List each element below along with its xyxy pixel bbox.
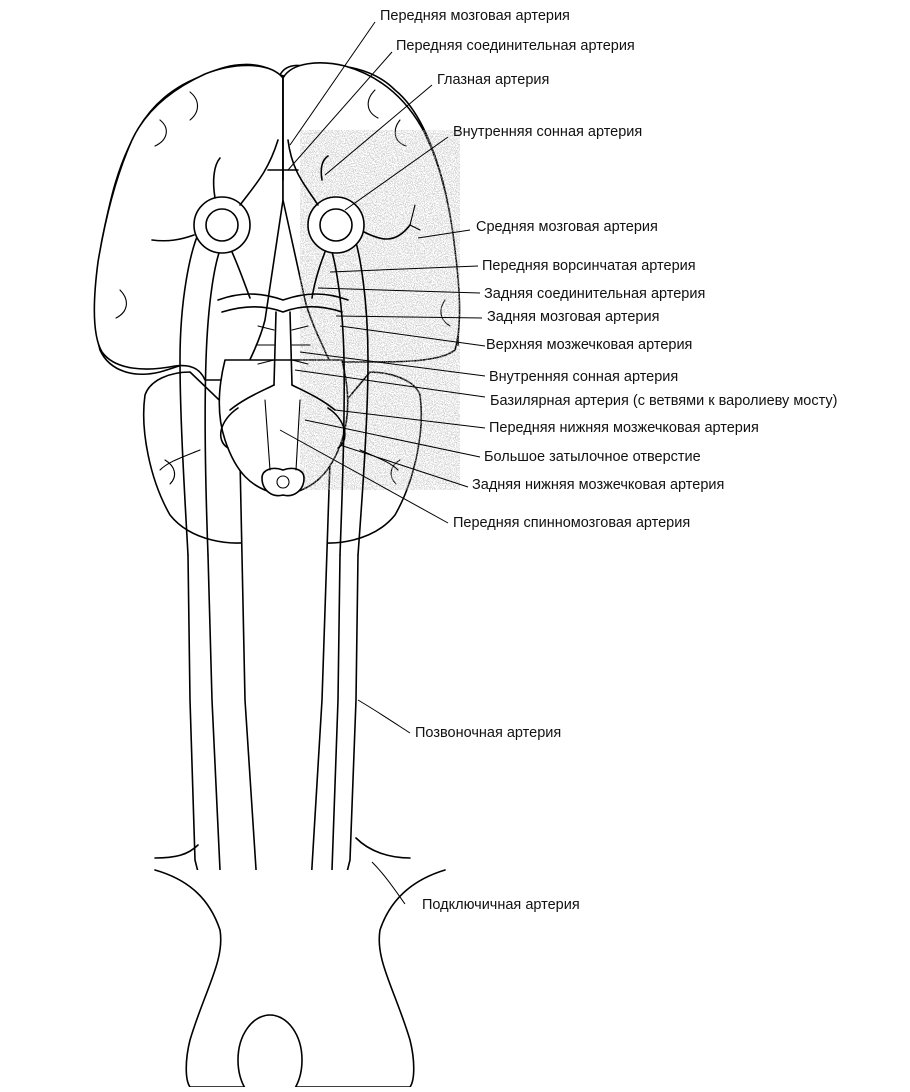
label-subclavian: Подключичная артерия: [422, 897, 580, 913]
label-anterior-cerebral: Передняя мозговая артерия: [380, 8, 570, 24]
label-posterior-communicating: Задняя соединительная артерия: [484, 286, 705, 302]
label-middle-cerebral: Средняя мозговая артерия: [476, 219, 658, 235]
label-anterior-choroidal: Передняя ворсинчатая артерия: [482, 258, 696, 274]
right-hemisphere-shading: [300, 130, 460, 490]
label-vertebral: Позвоночная артерия: [415, 725, 561, 741]
label-internal-carotid-1: Внутренняя сонная артерия: [453, 124, 642, 140]
label-basilar: Базилярная артерия (с ветвями к варолиев…: [490, 393, 838, 409]
arteries: [151, 139, 446, 1092]
label-ophthalmic: Глазная артерия: [437, 72, 549, 88]
label-posterior-cerebral: Задняя мозговая артерия: [487, 309, 659, 325]
label-superior-cerebellar: Верхняя мозжечковая артерия: [486, 337, 692, 353]
label-anterior-spinal: Передняя спинномозговая артерия: [453, 515, 690, 531]
label-posterior-inferior-cerebellar: Задняя нижняя мозжечковая артерия: [472, 477, 724, 493]
label-foramen-magnum: Большое затылочное отверстие: [484, 449, 701, 465]
leader-lines: [279, 21, 486, 905]
labels: Передняя мозговая артерия Передняя соеди…: [380, 8, 838, 913]
label-internal-carotid-2: Внутренняя сонная артерия: [489, 369, 678, 385]
label-anterior-inferior-cerebellar: Передняя нижняя мозжечковая артерия: [489, 420, 759, 436]
label-anterior-communicating: Передняя соединительная артерия: [396, 38, 635, 54]
